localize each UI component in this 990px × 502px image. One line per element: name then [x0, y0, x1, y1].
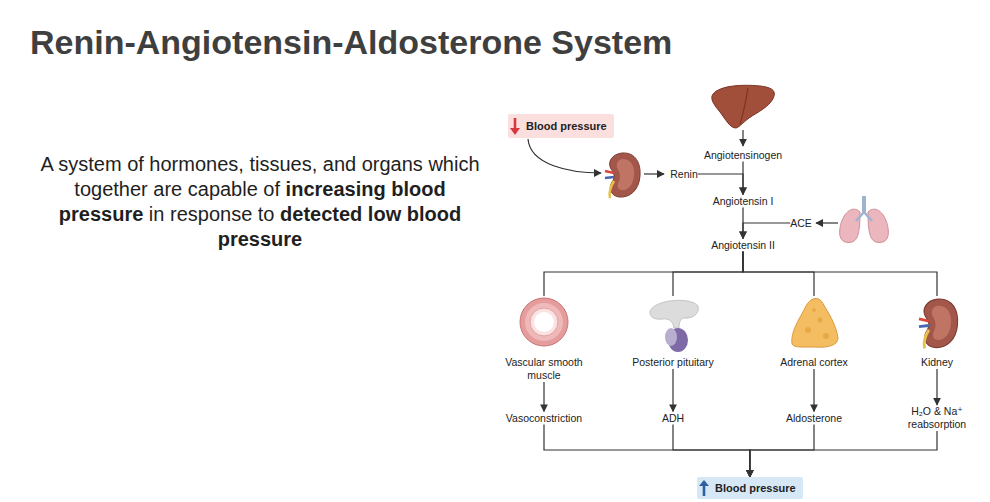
- description-text: in response to: [149, 203, 275, 225]
- target-organ: Vascular smooth muscle: [501, 296, 587, 382]
- flow-arrow: [672, 369, 673, 412]
- flow-arrow: [750, 431, 937, 477]
- effect-label: ADH: [662, 412, 684, 425]
- node-text: Angiotensin II: [711, 239, 775, 252]
- vessel-icon: [520, 298, 568, 346]
- node-text: Posterior pituitary: [632, 356, 714, 369]
- connector-layer: [544, 162, 937, 478]
- adrenal-icon: [792, 299, 838, 348]
- down-arrow-symbol: [510, 118, 520, 135]
- flow-arrow: [698, 174, 743, 195]
- lungs-arrow: [816, 222, 838, 223]
- page-title: Renin-Angiotensin-Aldosterone System: [30, 22, 672, 62]
- node-text: Kidney: [921, 356, 953, 369]
- kidney-icon: [919, 299, 958, 349]
- pituitary-icon: [650, 300, 698, 352]
- effect-label: Vasoconstriction: [506, 412, 582, 425]
- stimulus-box: Blood pressure: [508, 114, 614, 138]
- node-text: Angiotensin I: [713, 195, 774, 208]
- flow-arrow: [813, 369, 814, 412]
- flow-arrow: [936, 369, 937, 405]
- effect-label: H₂O & Na⁺ reabsorption: [901, 405, 973, 431]
- flow-arrow: [673, 425, 750, 478]
- node-text: ADH: [662, 412, 684, 425]
- stimulus-arrow: [528, 139, 601, 173]
- node-text: Renin: [670, 168, 697, 181]
- flow-arrow: [750, 425, 814, 478]
- hormone-label: Angiotensin II: [711, 239, 775, 252]
- node-text: Vasoconstriction: [506, 412, 582, 425]
- result-box: Blood pressure: [697, 477, 803, 499]
- up-arrow-symbol: [699, 480, 709, 496]
- node-text: Adrenal cortex: [780, 356, 848, 369]
- flow-arrow: [743, 223, 790, 239]
- node-text: Blood pressure: [715, 477, 796, 499]
- node-text: H₂O & Na⁺ reabsorption: [901, 405, 973, 431]
- target-organ: Posterior pituitary: [632, 296, 714, 369]
- flow-arrow: [543, 382, 544, 412]
- effect-label: Aldosterone: [786, 412, 842, 425]
- flow-arrow: [743, 252, 937, 297]
- target-organ: Kidney: [921, 296, 953, 369]
- kidney-icon: [605, 153, 640, 198]
- target-organ: Adrenal cortex: [780, 296, 848, 369]
- description-paragraph: A system of hormones, tissues, and organ…: [35, 152, 485, 252]
- flow-arrow: [544, 425, 750, 478]
- node-text: ACE: [790, 217, 812, 230]
- enzyme-label: Renin: [670, 168, 697, 181]
- node-text: Aldosterone: [786, 412, 842, 425]
- hormone-label: Angiotensin I: [713, 195, 774, 208]
- enzyme-label: ACE: [790, 217, 812, 230]
- flow-arrow: [743, 252, 814, 297]
- flow-arrow: [544, 252, 743, 297]
- kidney-arrow: [644, 173, 664, 174]
- liver-arrow: [742, 130, 743, 146]
- node-text: Angiotensinogen: [704, 149, 782, 162]
- lungs-icon: [840, 196, 889, 242]
- node-text: Vascular smooth muscle: [501, 356, 587, 382]
- hormone-label: Angiotensinogen: [704, 149, 782, 162]
- node-text: Blood pressure: [526, 114, 607, 138]
- liver-icon: [712, 85, 775, 128]
- flow-arrow: [673, 252, 743, 297]
